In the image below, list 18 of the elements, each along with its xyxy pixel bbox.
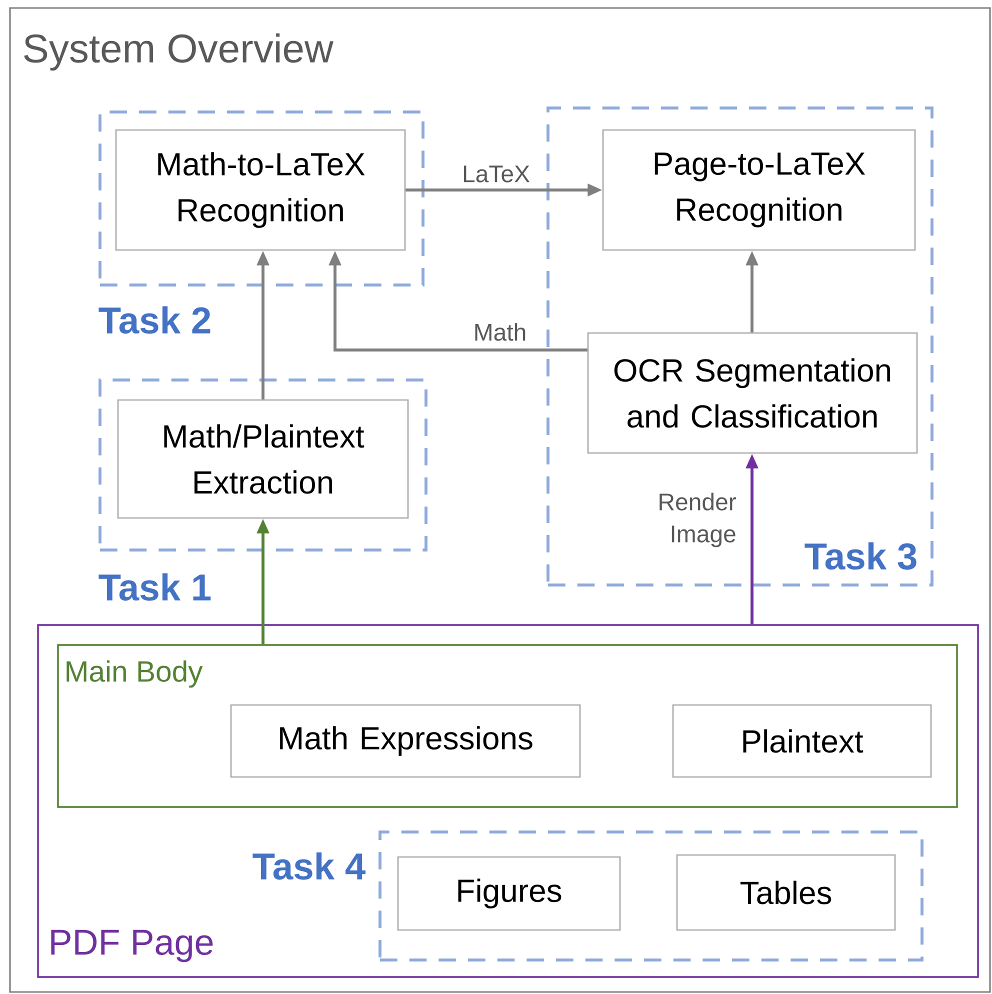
process-box: Page-to-LaTeX Recognition <box>602 129 916 251</box>
process-box: Math-to-LaTeX Recognition <box>115 129 406 251</box>
process-box: Plaintext <box>672 704 932 778</box>
body-label: Main Body <box>66 660 203 688</box>
task-label: Task 4 <box>252 852 366 880</box>
page-label: PDF Page <box>51 930 213 962</box>
edge-label: Render Image <box>640 491 738 549</box>
process-box: Math/Plaintext Extraction <box>117 399 409 519</box>
frame-heading: System Overview <box>24 33 334 71</box>
process-box: Tables <box>676 854 896 931</box>
task-label: Task 3 <box>804 542 916 570</box>
task-label: Task 2 <box>98 306 210 334</box>
process-box: Math Expressions <box>230 704 581 778</box>
edge-label: Math <box>472 322 528 342</box>
process-box: Figures <box>397 856 621 931</box>
task-label: Task 1 <box>98 573 211 601</box>
edge-label: LaTeX <box>460 164 532 184</box>
process-box: OCR Segmentation and Classification <box>587 332 918 454</box>
